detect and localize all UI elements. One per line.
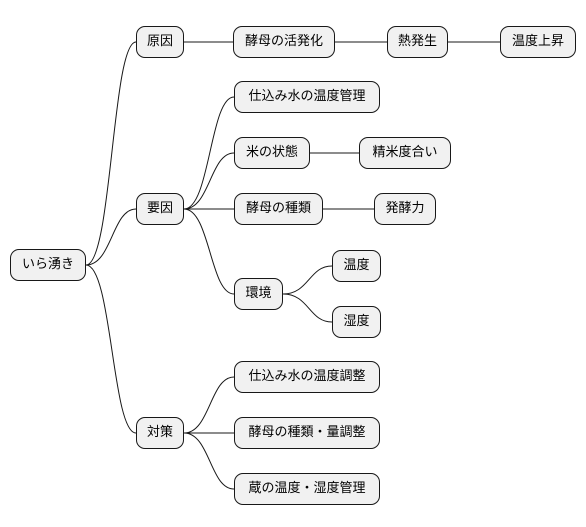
node-polishing-degree: 精米度合い — [359, 137, 451, 169]
node-heat-generation: 熱発生 — [387, 26, 448, 58]
root-node: いら湧き — [10, 249, 86, 281]
node-yeast-type: 酵母の種類 — [234, 193, 323, 225]
connector-measure-to-water-adjust — [183, 376, 235, 434]
node-humidity: 湿度 — [332, 306, 381, 338]
node-water-temp-adjust: 仕込み水の温度調整 — [234, 361, 380, 393]
connector-measure-to-brewery-control — [183, 432, 235, 490]
node-temperature-rise: 温度上昇 — [500, 26, 576, 58]
node-fermentation-power: 発酵力 — [374, 193, 436, 225]
node-water-temp-control: 仕込み水の温度管理 — [234, 81, 380, 113]
connector-factor-to-rice-state — [183, 152, 235, 210]
connector-root-to-measure — [85, 264, 137, 434]
node-brewery-temp-humidity-control: 蔵の温度・湿度管理 — [234, 473, 380, 505]
node-yeast-activation: 酵母の活発化 — [233, 26, 335, 58]
branch-measure: 対策 — [136, 417, 184, 449]
node-temperature: 温度 — [332, 250, 381, 282]
branch-cause: 原因 — [136, 26, 184, 58]
branch-factor: 要因 — [136, 193, 184, 225]
connector-environment-to-humidity — [282, 293, 333, 323]
connector-root-to-cause — [85, 41, 137, 266]
node-environment: 環境 — [234, 278, 283, 310]
connector-root-to-factor — [85, 208, 137, 266]
connector-environment-to-temperature — [282, 265, 333, 295]
node-yeast-type-amount-adjust: 酵母の種類・量調整 — [234, 417, 380, 449]
connector-factor-to-water-temp — [183, 96, 235, 210]
connector-factor-to-environment — [183, 208, 235, 295]
node-rice-state: 米の状態 — [234, 137, 310, 169]
